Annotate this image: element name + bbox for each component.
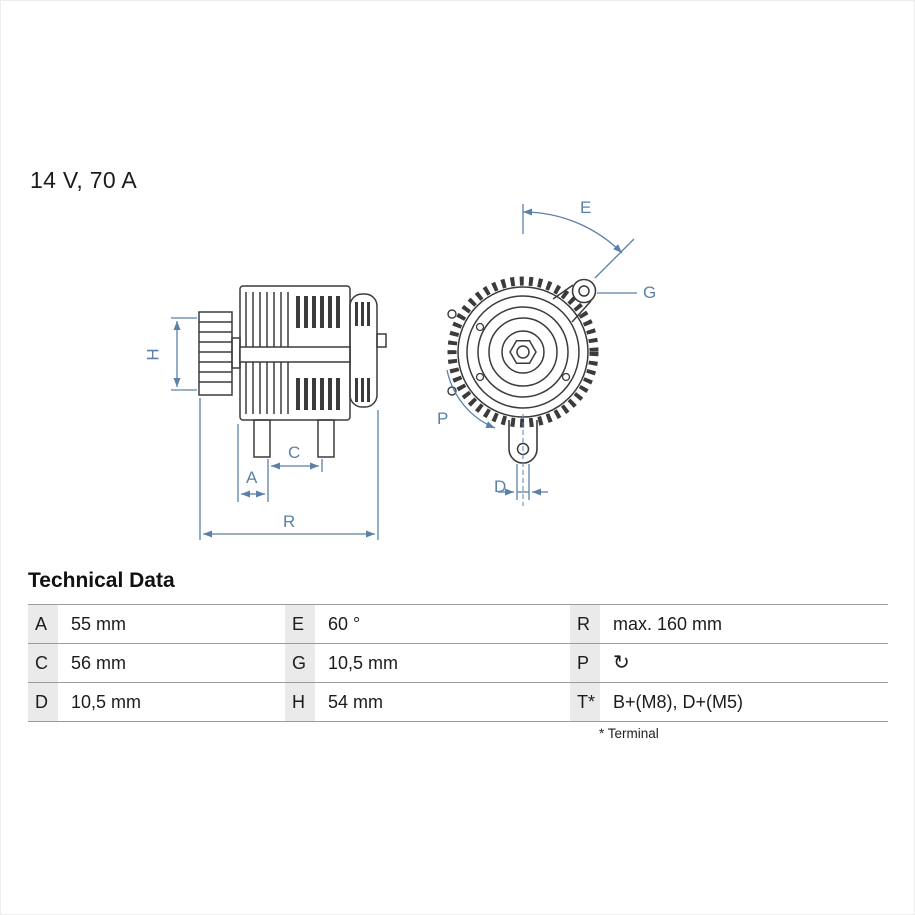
- param-key: T*: [570, 682, 600, 722]
- param-value: 60 °: [315, 604, 570, 644]
- technical-data-title: Technical Data: [28, 569, 175, 592]
- dim-label-h: H: [143, 348, 163, 361]
- dim-label-p: P: [437, 409, 449, 428]
- param-key: R: [570, 604, 600, 644]
- param-value: 54 mm: [315, 682, 570, 722]
- param-key: P: [570, 643, 600, 683]
- table-row: A 55 mm E 60 ° R max. 160 mm: [28, 604, 888, 644]
- param-value: 10,5 mm: [58, 682, 285, 722]
- param-key: C: [28, 643, 58, 683]
- param-key: E: [285, 604, 315, 644]
- param-value: B+(M8), D+(M5): [600, 682, 888, 722]
- dim-label-e: E: [580, 198, 592, 217]
- dim-label-g: G: [643, 283, 657, 302]
- dimension-lines: [171, 204, 637, 540]
- dim-label-c: C: [288, 443, 301, 462]
- param-key: H: [285, 682, 315, 722]
- param-value: 56 mm: [58, 643, 285, 683]
- param-value: max. 160 mm: [600, 604, 888, 644]
- dim-label-r: R: [283, 512, 296, 531]
- param-key: G: [285, 643, 315, 683]
- param-key: D: [28, 682, 58, 722]
- spec-label: 14 V, 70 A: [30, 167, 138, 193]
- table-row: D 10,5 mm H 54 mm T* B+(M8), D+(M5): [28, 682, 888, 722]
- rotation-direction-icon: ↻: [613, 650, 630, 674]
- alternator-front-view: [447, 276, 599, 464]
- param-value: 10,5 mm: [315, 643, 570, 683]
- table-row: C 56 mm G 10,5 mm P ↻: [28, 643, 888, 683]
- param-value: ↻: [600, 643, 888, 683]
- alternator-side-view: [198, 285, 387, 458]
- dim-label-d: D: [494, 477, 507, 496]
- technical-data-table: A 55 mm E 60 ° R max. 160 mm C 56 mm G 1…: [28, 604, 888, 722]
- param-key: A: [28, 604, 58, 644]
- param-value: 55 mm: [58, 604, 285, 644]
- terminal-footnote: * Terminal: [599, 726, 659, 741]
- dim-label-a: A: [246, 468, 258, 487]
- technical-drawing-svg: [171, 204, 637, 540]
